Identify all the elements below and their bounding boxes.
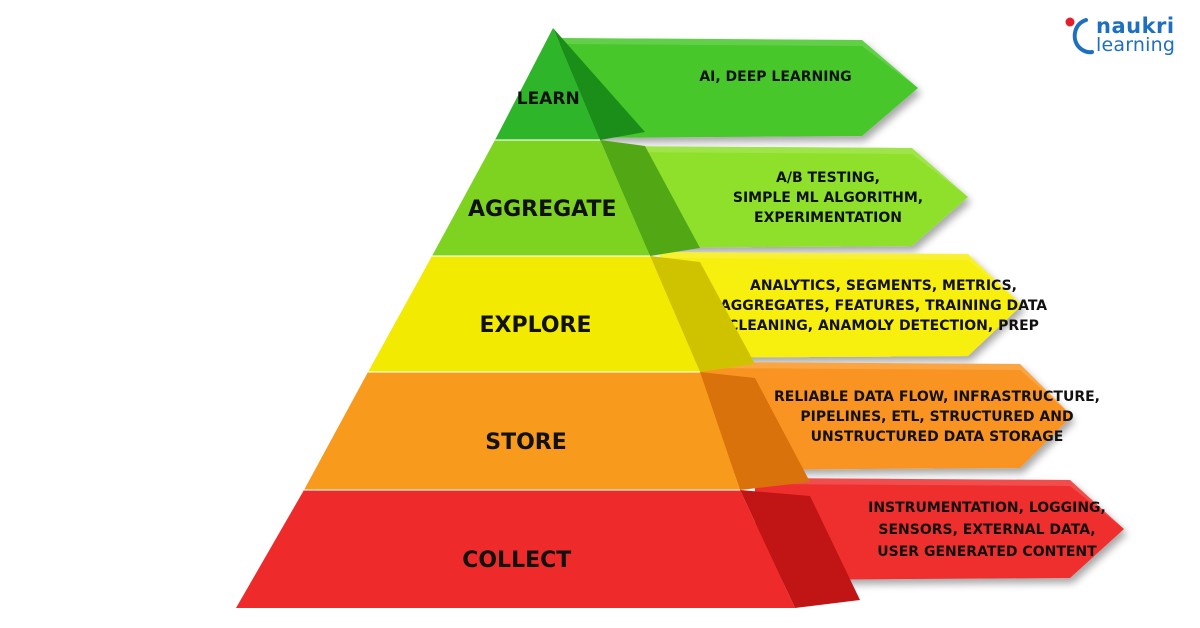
arrow-description-line-collect: INSTRUMENTATION, LOGGING, bbox=[868, 500, 1106, 516]
arrow-description-line-collect: USER GENERATED CONTENT bbox=[877, 544, 1097, 560]
tier-front-face-store bbox=[304, 372, 740, 490]
tier-front-face-collect bbox=[236, 490, 795, 608]
arrow-highlight-explore bbox=[660, 252, 1022, 305]
arrow-shape-aggregate bbox=[610, 146, 968, 248]
arrow-description-line-explore: AGGREGATES, FEATURES, TRAINING DATA bbox=[720, 298, 1047, 314]
arrow-store: RELIABLE DATA FLOW, INFRASTRUCTURE, PIPEL… bbox=[700, 362, 1100, 470]
tier-front-face-learn bbox=[495, 28, 600, 140]
arrow-description-line-aggregate: SIMPLE ML ALGORITHM, bbox=[733, 190, 923, 206]
naukri-learning-logo-icon bbox=[1065, 17, 1094, 55]
brand-name-line1: naukri bbox=[1096, 14, 1175, 38]
tier-learn: LEARN bbox=[495, 28, 645, 140]
arrow-description-line-learn: AI, DEEP LEARNING bbox=[699, 69, 851, 85]
tier-front-face-explore bbox=[368, 256, 700, 372]
tier-label-explore: EXPLORE bbox=[479, 313, 591, 338]
brand-name-line2: learning bbox=[1096, 34, 1176, 56]
arrow-shape-explore bbox=[660, 252, 1022, 358]
arrow-description-line-store: PIPELINES, ETL, STRUCTURED AND bbox=[800, 409, 1073, 425]
tier-explore: EXPLORE bbox=[368, 255, 755, 372]
tier-side-face-aggregate bbox=[600, 140, 700, 256]
pyramid: LEARN AGGREGATE EXPLORE STORE COLLECT bbox=[236, 28, 860, 608]
tier-label-aggregate: AGGREGATE bbox=[468, 197, 617, 222]
tier-front-face-aggregate bbox=[432, 140, 650, 256]
arrow-description-line-explore: CLEANING, ANAMOLY DETECTION, PREP bbox=[728, 318, 1039, 334]
tier-aggregate: AGGREGATE bbox=[432, 139, 700, 256]
arrow-shape-store bbox=[700, 362, 1072, 470]
tier-side-face-explore bbox=[650, 256, 755, 372]
arrow-explore: ANALYTICS, SEGMENTS, METRICS, AGGREGATES,… bbox=[660, 252, 1047, 358]
tier-collect: COLLECT bbox=[236, 489, 860, 608]
arrow-description-line-aggregate: EXPERIMENTATION bbox=[754, 210, 902, 226]
tier-side-face-collect bbox=[740, 490, 860, 608]
tier-label-learn: LEARN bbox=[517, 89, 580, 109]
arrow-description-line-store: RELIABLE DATA FLOW, INFRASTRUCTURE, bbox=[774, 389, 1100, 405]
arrow-shape-collect bbox=[755, 478, 1124, 580]
arrow-shape-learn bbox=[560, 38, 918, 138]
tier-side-face-learn bbox=[553, 28, 645, 140]
arrow-learn: AI, DEEP LEARNING bbox=[560, 38, 918, 138]
arrow-description-line-collect: SENSORS, EXTERNAL DATA, bbox=[878, 522, 1095, 538]
arrow-description-line-explore: ANALYTICS, SEGMENTS, METRICS, bbox=[750, 278, 1017, 294]
tier-store: STORE bbox=[304, 371, 810, 490]
arrow-highlight-store bbox=[700, 362, 1072, 416]
tier-label-store: STORE bbox=[485, 430, 567, 455]
arrow-description-line-store: UNSTRUCTURED DATA STORAGE bbox=[811, 429, 1064, 445]
description-arrows: AI, DEEP LEARNING A/B TESTING, SIMPLE ML A… bbox=[560, 38, 1124, 580]
arrow-description-line-aggregate: A/B TESTING, bbox=[776, 170, 880, 186]
tier-side-face-store bbox=[700, 372, 810, 490]
tier-label-collect: COLLECT bbox=[462, 548, 571, 573]
brand-logo: naukri learning bbox=[1064, 14, 1182, 60]
arrow-highlight-learn bbox=[560, 38, 918, 88]
